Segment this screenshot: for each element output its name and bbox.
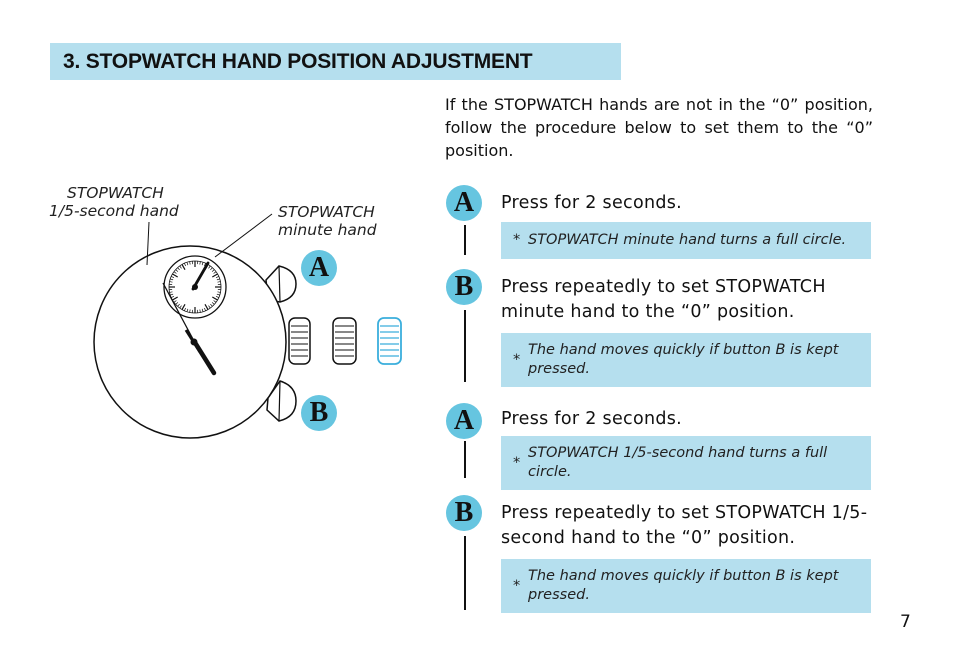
- watch-case: [93, 245, 287, 439]
- step-1-badge: A: [446, 185, 482, 221]
- crown-first-click: [332, 317, 357, 365]
- section-title: 3. STOPWATCH HAND POSITION ADJUSTMENT: [63, 49, 533, 73]
- step-3-connector: [464, 441, 466, 478]
- intro-paragraph: If the STOPWATCH hands are not in the “0…: [445, 95, 873, 160]
- step-4-connector: [464, 536, 466, 610]
- step-2-badge: B: [446, 269, 482, 305]
- note-marker: *: [513, 351, 521, 368]
- step-3-text: Press for 2 seconds.: [501, 409, 683, 429]
- page-number: 7: [900, 612, 911, 632]
- section-heading: 3. STOPWATCH HAND POSITION ADJUSTMENT: [50, 43, 621, 80]
- step-2-note: * The hand moves quickly if button B is …: [501, 333, 871, 387]
- pusher-b: [266, 380, 297, 422]
- leader-second-hand: [146, 221, 150, 266]
- note-marker: *: [513, 577, 521, 594]
- step-4-note-text: The hand moves quickly if button B is ke…: [528, 568, 839, 603]
- label-second-hand-line2: 1/5-second hand: [49, 202, 179, 220]
- leader-minute-hand: [214, 213, 273, 258]
- step-1-text: Press for 2 seconds.: [501, 193, 683, 213]
- crown-second-click-highlighted: [377, 317, 402, 365]
- step-3-note: * STOPWATCH 1/5-second hand turns a full…: [501, 436, 871, 490]
- step-2-text: Press repeatedly to set STOPWATCH minute…: [501, 277, 826, 322]
- step-2-connector: [464, 310, 466, 382]
- subdial-ticks: [169, 261, 221, 313]
- label-minute-hand-line2: minute hand: [278, 221, 377, 239]
- step-4-badge: B: [446, 495, 482, 531]
- center-pin: [190, 338, 198, 346]
- note-marker: *: [513, 454, 521, 471]
- step-1-connector: [464, 225, 466, 255]
- label-second-hand-line1: STOPWATCH: [67, 184, 164, 202]
- note-marker: *: [513, 232, 521, 248]
- step-4-text: Press repeatedly to set STOPWATCH 1/5-se…: [501, 503, 868, 548]
- second-hand-tail: [162, 282, 195, 342]
- step-3-badge: A: [446, 403, 482, 439]
- step-1-note-text: STOPWATCH minute hand turns a full circl…: [528, 232, 847, 248]
- illustration-badge-b: B: [301, 395, 337, 431]
- pusher-a: [265, 265, 297, 303]
- illustration-badge-a: A: [301, 250, 337, 286]
- label-minute-hand-line1: STOPWATCH: [278, 203, 375, 221]
- step-4-note: * The hand moves quickly if button B is …: [501, 559, 871, 613]
- step-2-note-text: The hand moves quickly if button B is ke…: [528, 342, 839, 377]
- crown-normal: [288, 317, 311, 365]
- step-3-note-text: STOPWATCH 1/5-second hand turns a full c…: [528, 445, 828, 480]
- step-1-note: * STOPWATCH minute hand turns a full cir…: [501, 222, 871, 259]
